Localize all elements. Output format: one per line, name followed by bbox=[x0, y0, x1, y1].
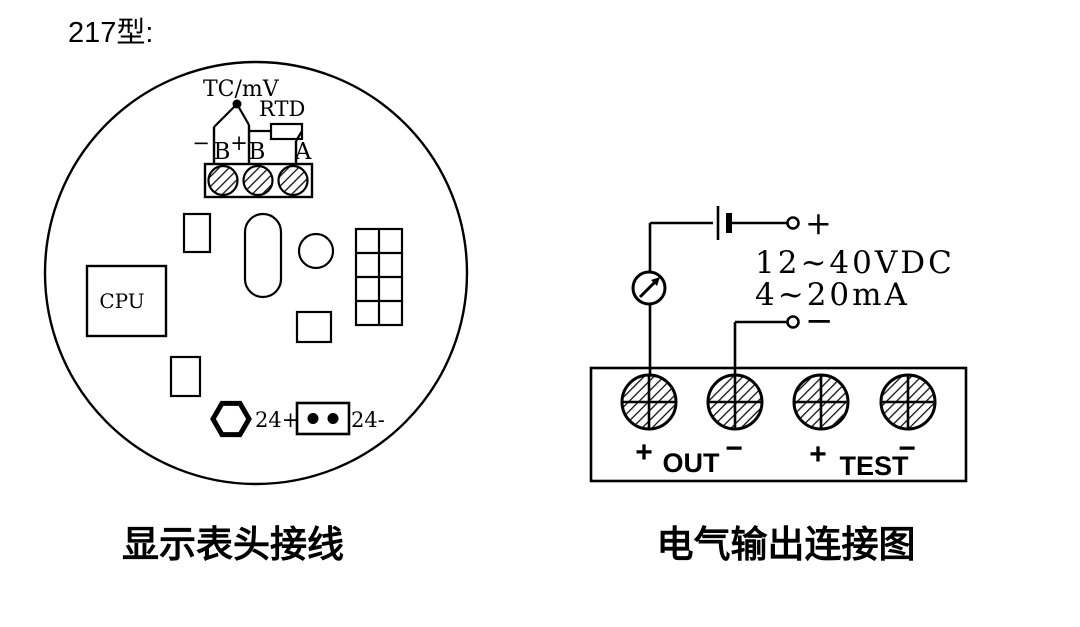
terminal-b2-label: B bbox=[249, 139, 266, 165]
electrical-output-diagram: + 12~40VDC 4~20mA − bbox=[589, 204, 968, 565]
supply-minus-label: − bbox=[805, 301, 834, 341]
hex-nut bbox=[210, 400, 252, 438]
test-label: TEST bbox=[839, 451, 909, 481]
rtd-lead-right bbox=[295, 130, 303, 142]
rtd-label: RTD bbox=[259, 97, 305, 121]
out-label: OUT bbox=[663, 448, 721, 478]
tc-lead-left bbox=[213, 103, 238, 128]
cpu-chip: CPU bbox=[85, 264, 168, 338]
display-head-diagram: TC/mV RTD − B + B A bbox=[43, 60, 469, 565]
component-capsule bbox=[243, 212, 283, 299]
terminal-block bbox=[203, 162, 314, 199]
model-title: 217型: bbox=[68, 16, 153, 49]
voltage-range-label: 12~40VDC bbox=[755, 245, 955, 281]
ammeter-symbol bbox=[631, 270, 667, 306]
test-plus-label: + bbox=[809, 438, 827, 471]
supply-plus-label: + bbox=[805, 204, 832, 242]
strip-screw-out-plus bbox=[620, 373, 678, 431]
power-pin-1 bbox=[307, 413, 319, 424]
terminal-minus-label: − bbox=[192, 131, 210, 155]
component-circle bbox=[297, 232, 335, 270]
out-minus-label: − bbox=[725, 432, 743, 465]
tc-mv-label: TC/mV bbox=[203, 77, 280, 102]
power-plus-label: 24+ bbox=[255, 408, 299, 432]
terminal-plus-label: + bbox=[230, 131, 248, 155]
right-caption: 电气输出连接图 bbox=[657, 524, 916, 565]
test-minus-label: − bbox=[898, 432, 916, 465]
power-minus-label: 24- bbox=[351, 408, 385, 432]
left-caption: 显示表头接线 bbox=[122, 524, 344, 565]
tc-lead-right bbox=[236, 103, 250, 126]
current-range-label: 4~20mA bbox=[755, 277, 910, 313]
strip-screw-test-plus bbox=[792, 373, 850, 431]
terminal-screw-2 bbox=[242, 164, 274, 197]
power-pin-2 bbox=[327, 413, 339, 424]
battery-symbol bbox=[716, 206, 732, 240]
terminal-strip bbox=[589, 366, 968, 483]
cpu-label: CPU bbox=[99, 289, 144, 313]
out-plus-label: + bbox=[635, 436, 653, 469]
component-rect-3 bbox=[169, 355, 202, 398]
power-connector bbox=[295, 401, 351, 436]
component-rect-1 bbox=[182, 212, 212, 254]
terminal-a-label: A bbox=[294, 139, 312, 165]
strip-screw-test-minus bbox=[879, 373, 937, 431]
supply-plus-terminal bbox=[786, 216, 800, 230]
head-outline-circle bbox=[43, 60, 469, 486]
terminal-screw-3 bbox=[277, 164, 309, 197]
connector-grid bbox=[354, 227, 404, 327]
supply-minus-terminal bbox=[786, 315, 800, 329]
terminal-screw-1 bbox=[207, 164, 239, 197]
strip-screw-out-minus bbox=[706, 373, 764, 431]
component-rect-2 bbox=[295, 310, 333, 344]
terminal-b1-label: B bbox=[214, 139, 231, 165]
